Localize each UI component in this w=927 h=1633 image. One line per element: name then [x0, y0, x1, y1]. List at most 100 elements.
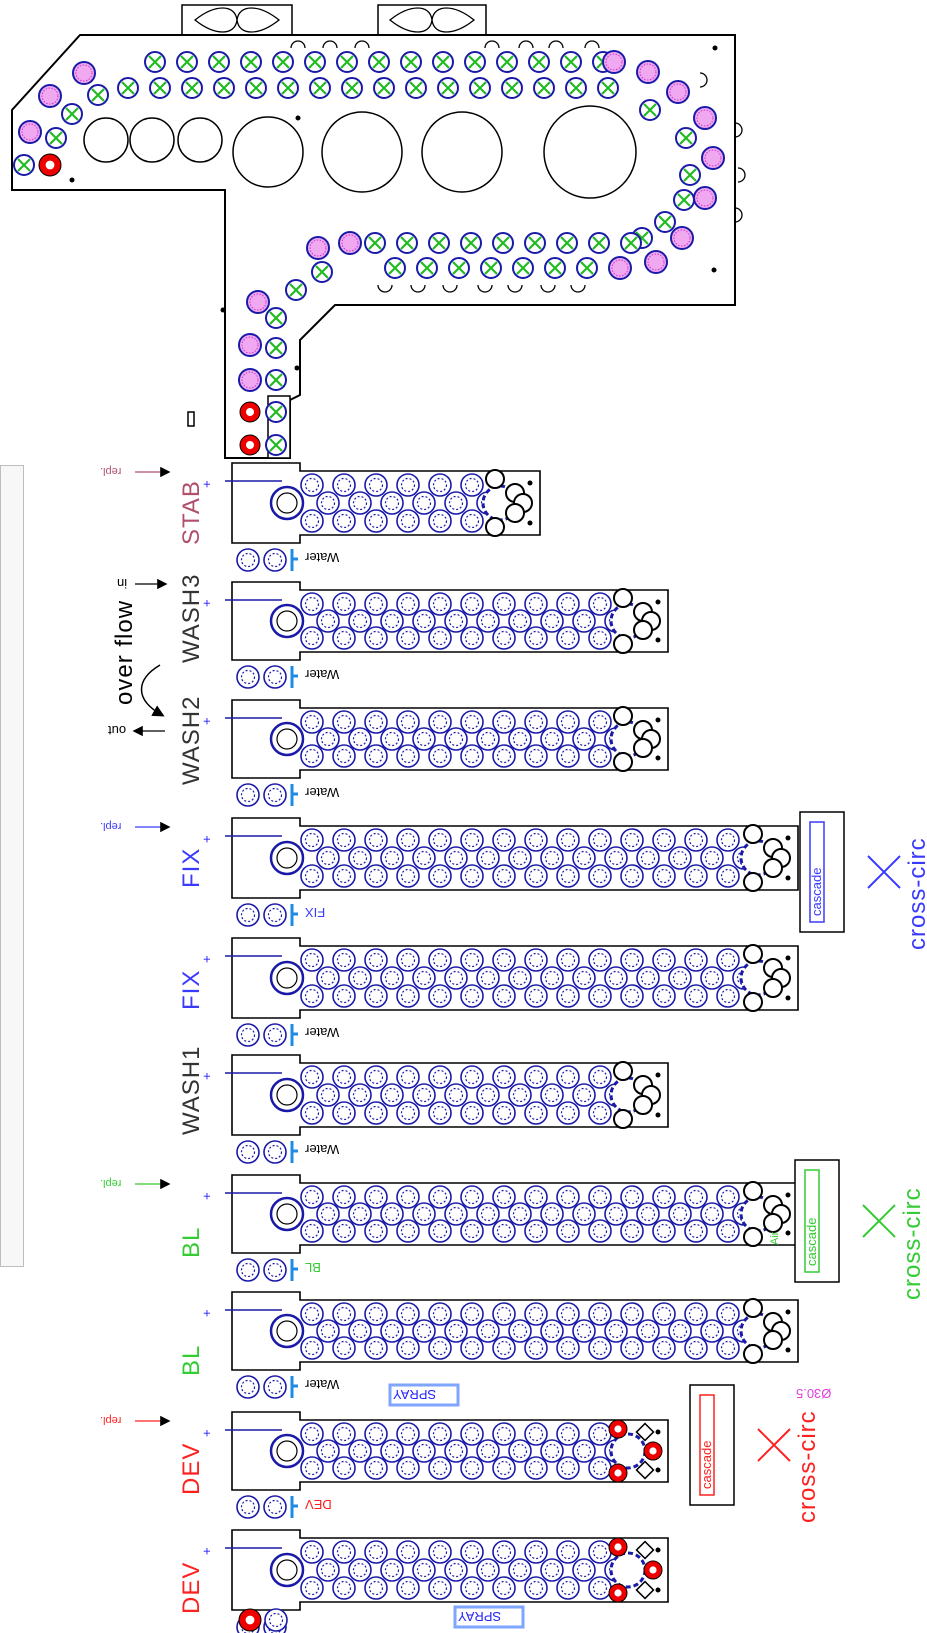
rack-roller	[668, 1202, 692, 1226]
rack-roller	[476, 1319, 500, 1343]
tank-label: WASH1	[178, 1045, 205, 1135]
rack-roller	[263, 783, 287, 807]
dryer-air-duct	[321, 111, 403, 193]
rack-roller	[396, 1422, 420, 1446]
green-transport-roller	[368, 51, 390, 73]
guide-roller	[763, 858, 783, 878]
rack-roller	[444, 1558, 468, 1582]
rack-roller	[364, 1336, 388, 1360]
recirc-pipe	[290, 666, 298, 688]
rack-roller	[364, 1422, 388, 1446]
magenta-drying-roller	[636, 60, 660, 84]
rack-roller	[460, 864, 484, 888]
magenta-drying-roller	[644, 250, 668, 274]
green-transport-roller	[309, 77, 331, 99]
rack-roller	[412, 1202, 436, 1226]
guide-roller	[743, 1181, 763, 1201]
rack-roller	[380, 1202, 404, 1226]
rack-roller	[332, 1185, 356, 1209]
rack-roller	[460, 592, 484, 616]
rack-roller	[492, 1101, 516, 1125]
guide-roller	[763, 978, 783, 998]
dryer-guide	[290, 40, 306, 49]
rack-roller	[412, 966, 436, 990]
tank-fix-4	[225, 937, 799, 1047]
rack-roller	[412, 727, 436, 751]
red-roller	[643, 1560, 663, 1580]
rack-roller	[492, 592, 516, 616]
rack-roller	[524, 744, 548, 768]
rack-roller	[380, 1439, 404, 1463]
green-transport-roller	[597, 77, 619, 99]
rack-roller	[460, 1576, 484, 1600]
rack-roller	[428, 592, 452, 616]
rack-roller	[428, 626, 452, 650]
rack-roller	[716, 1336, 740, 1360]
rack-roller	[300, 1302, 324, 1326]
guide-roller	[613, 752, 633, 772]
rack-roller	[492, 1185, 516, 1209]
tank-label: FIX	[178, 969, 205, 1010]
rack-roller	[236, 903, 260, 927]
rack-roller	[364, 626, 388, 650]
rack-roller	[492, 1540, 516, 1564]
rack-roller	[460, 1456, 484, 1480]
recirc-pipe	[290, 1496, 298, 1518]
rack-roller	[588, 1219, 612, 1243]
rack-roller	[540, 1558, 564, 1582]
green-transport-roller	[533, 77, 555, 99]
green-transport-roller	[265, 401, 287, 423]
guide-shoe	[635, 1580, 655, 1600]
green-transport-roller	[396, 232, 418, 254]
green-transport-roller	[45, 127, 67, 149]
rack-roller	[524, 1302, 548, 1326]
rack-roller	[300, 1336, 324, 1360]
rack-roller	[524, 1422, 548, 1446]
rack-roller	[572, 1319, 596, 1343]
recirc-pipe	[290, 1141, 298, 1163]
green-transport-roller	[432, 51, 454, 73]
rack-roller	[476, 1439, 500, 1463]
rack-roller	[348, 846, 372, 870]
rack-roller	[588, 710, 612, 734]
rack-roller	[524, 1576, 548, 1600]
rack-roller	[263, 548, 287, 572]
green-transport-roller	[265, 434, 287, 456]
rack-roller	[476, 1083, 500, 1107]
rack-roller	[428, 1422, 452, 1446]
rack-roller	[492, 1456, 516, 1480]
rack-roller	[364, 509, 388, 533]
rack-roller	[412, 1558, 436, 1582]
cross-circ-label: cross-circ	[904, 837, 927, 950]
dryer-screw	[294, 365, 300, 371]
rack-roller	[300, 710, 324, 734]
rack-roller	[604, 1202, 628, 1226]
rack-roller	[716, 1219, 740, 1243]
red-roller	[238, 1608, 262, 1632]
rack-roller	[556, 984, 580, 1008]
rack-roller	[588, 984, 612, 1008]
guide-roller	[743, 1344, 763, 1364]
rack-roller	[396, 1219, 420, 1243]
rack-roller	[316, 1319, 340, 1343]
rack-roller	[444, 727, 468, 751]
drive-roller	[269, 1433, 305, 1469]
dryer-guide	[377, 284, 393, 293]
rack-roller	[428, 710, 452, 734]
rack-roller	[604, 1319, 628, 1343]
green-transport-roller	[265, 337, 287, 359]
green-transport-roller	[469, 77, 491, 99]
rack-roller	[508, 966, 532, 990]
rack-roller	[524, 828, 548, 852]
rack-roller	[652, 1336, 676, 1360]
green-transport-roller	[673, 189, 695, 211]
rack-roller	[396, 509, 420, 533]
green-transport-roller	[416, 257, 438, 279]
rack-roller	[492, 1065, 516, 1089]
rack-roller	[332, 1576, 356, 1600]
rack-roller	[556, 710, 580, 734]
plus-marker: +	[199, 835, 214, 843]
rack-roller	[364, 1101, 388, 1125]
plus-marker: +	[199, 1309, 214, 1317]
rack-roller	[332, 710, 356, 734]
